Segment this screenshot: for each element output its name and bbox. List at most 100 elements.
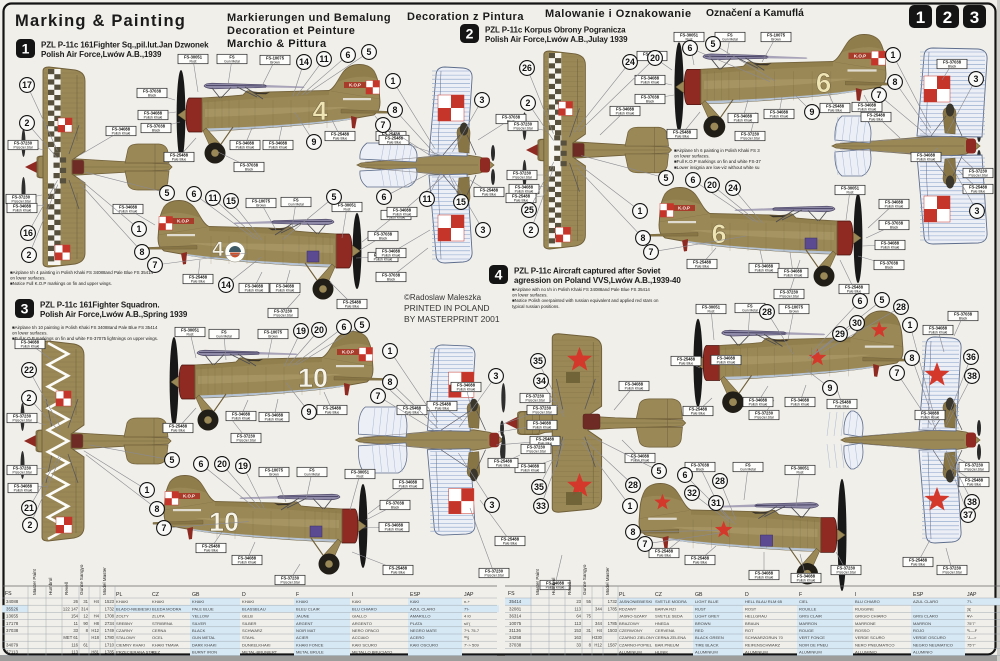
svg-text:FS-37230: FS-37230: [837, 565, 856, 570]
svg-text:FS: FS: [745, 462, 751, 467]
svg-text:FS-37230: FS-37230: [943, 565, 962, 570]
svg-text:PLATA: PLATA: [410, 621, 423, 626]
svg-text:H12: H12: [91, 628, 99, 633]
svg-text:CZARNO ZIELONY: CZARNO ZIELONY: [619, 635, 655, 640]
svg-text:Black: Black: [885, 266, 894, 270]
svg-text:Master Paint: Master Paint: [535, 568, 540, 595]
svg-text:NOIR DE PNEU: NOIR DE PNEU: [799, 642, 828, 647]
svg-text:FS-25488: FS-25488: [691, 555, 710, 560]
svg-text:FS-25488: FS-25488: [170, 152, 189, 157]
svg-text:SILVER: SILVER: [192, 621, 206, 626]
svg-text:Polish Khaki: Polish Khaki: [881, 246, 900, 250]
svg-text:Polish Khaki: Polish Khaki: [929, 331, 948, 335]
svg-text:METALLO BRUCIATO: METALLO BRUCIATO: [352, 650, 392, 655]
svg-text:FS-30051: FS-30051: [181, 327, 200, 332]
svg-text:H81: H81: [91, 650, 99, 655]
svg-text:GRIGIO CHIARO: GRIGIO CHIARO: [855, 614, 886, 619]
svg-text:5: 5: [367, 47, 372, 57]
svg-text:TIRE BLACK: TIRE BLACK: [695, 642, 719, 647]
svg-text:20: 20: [707, 180, 717, 190]
svg-text:FS-34088: FS-34088: [734, 113, 753, 118]
svg-text:8: 8: [155, 504, 160, 514]
svg-text:GRIS CLARO: GRIS CLARO: [913, 614, 938, 619]
svg-text:FS-10075: FS-10075: [767, 32, 786, 37]
svg-text:Model Master: Model Master: [605, 567, 610, 595]
svg-text:11: 11: [422, 194, 431, 204]
svg-text:1732: 1732: [608, 599, 618, 604]
svg-text:3: 3: [21, 301, 29, 317]
svg-text:SREBNY: SREBNY: [116, 621, 133, 626]
svg-text:75’7’: 75’7’: [967, 621, 976, 626]
svg-text:35: 35: [534, 482, 544, 492]
svg-text:75’7’: 75’7’: [967, 642, 976, 647]
svg-text:’J—>: ’J—>: [967, 635, 977, 640]
svg-text:FS-37230: FS-37230: [13, 465, 32, 470]
svg-text:5: 5: [711, 39, 716, 49]
svg-text:17178: 17178: [6, 621, 19, 626]
svg-text:KAKI: KAKI: [410, 599, 419, 604]
svg-text:Polish Khaki: Polish Khaki: [641, 81, 660, 85]
svg-text:Black: Black: [948, 65, 957, 69]
svg-text:FS-34088: FS-34088: [858, 102, 877, 107]
svg-text:ALUMINIO: ALUMINIO: [913, 650, 933, 655]
svg-text:1732: 1732: [105, 606, 115, 611]
svg-text:Pale Blue: Pale Blue: [691, 412, 706, 416]
svg-text:33: 33: [536, 501, 546, 511]
svg-text:Przecier.Stal: Przecier.Stal: [964, 468, 983, 472]
svg-text:11: 11: [74, 621, 79, 626]
svg-text:FS-25488: FS-25488: [512, 193, 531, 198]
svg-text:SILBER: SILBER: [242, 621, 256, 626]
svg-text:Polish Khaki: Polish Khaki: [119, 210, 138, 214]
svg-text:REZ: REZ: [152, 650, 161, 655]
svg-text:BLU CHIARO: BLU CHIARO: [352, 606, 377, 611]
svg-text:CZ: CZ: [152, 592, 159, 598]
svg-text:1749: 1749: [105, 628, 115, 633]
svg-text:Przecier.Stal: Przecier.Stal: [779, 295, 798, 299]
svg-text:Pale Blue: Pale Blue: [391, 571, 406, 575]
svg-text:Polish Khaki: Polish Khaki: [14, 489, 33, 493]
svg-text:FS-25488: FS-25488: [969, 184, 988, 189]
svg-text:20: 20: [217, 459, 227, 469]
svg-text:Polish Khaki: Polish Khaki: [232, 417, 251, 421]
svg-text:FS-34088: FS-34088: [269, 140, 288, 145]
svg-text:D: D: [242, 592, 246, 598]
svg-text:MARRONE: MARRONE: [855, 621, 876, 626]
svg-text:344: 344: [595, 621, 603, 626]
svg-text:Polish Khaki: Polish Khaki: [625, 387, 644, 391]
svg-text:Pale Blue: Pale Blue: [869, 118, 884, 122]
svg-text:Pale Blue: Pale Blue: [387, 141, 402, 145]
svg-text:BRAUN: BRAUN: [745, 621, 759, 626]
svg-text:10: 10: [298, 363, 328, 393]
svg-text:OCEL: OCEL: [152, 635, 164, 640]
svg-text:JAUNE: JAUNE: [296, 614, 310, 619]
svg-text:LIGHT BLUE: LIGHT BLUE: [695, 599, 719, 604]
svg-text:1710: 1710: [105, 642, 115, 647]
svg-text:K.O.P: K.O.P: [177, 219, 189, 224]
svg-text:16: 16: [23, 228, 33, 238]
svg-text:Pale Blue: Pale Blue: [828, 109, 843, 113]
svg-text:on lower surfaces.: on lower surfaces.: [12, 331, 48, 336]
svg-text:9: 9: [810, 107, 815, 117]
svg-text:1: 1: [891, 50, 896, 60]
svg-text:FS-37230: FS-37230: [12, 194, 31, 199]
svg-text:Brown: Brown: [256, 204, 266, 208]
svg-text:STAHL: STAHL: [242, 635, 255, 640]
svg-text:1: 1: [145, 485, 150, 495]
svg-text:Gun Metal: Gun Metal: [722, 38, 738, 42]
svg-text:FS-34088: FS-34088: [631, 453, 650, 458]
svg-text:Marking & Painting: Marking & Painting: [15, 12, 186, 30]
svg-text:Polish Khaki: Polish Khaki: [245, 289, 264, 293]
svg-text:FS-37230: FS-37230: [969, 168, 988, 173]
svg-text:FS-25488: FS-25488: [677, 356, 696, 361]
svg-text:Polish Khaki: Polish Khaki: [269, 146, 288, 150]
svg-text:FS-34088: FS-34088: [232, 411, 251, 416]
svg-text:3: 3: [490, 500, 495, 510]
svg-text:Pale Blue: Pale Blue: [971, 190, 986, 194]
svg-text:6: 6: [382, 192, 387, 202]
svg-text:Polish Khaki: Polish Khaki: [885, 205, 904, 209]
svg-text:2: 2: [529, 225, 534, 235]
svg-text:12: 12: [83, 614, 88, 619]
svg-text:FS-34088: FS-34088: [625, 381, 644, 386]
svg-text:Black: Black: [890, 226, 899, 230]
svg-text:5: 5: [170, 455, 175, 465]
